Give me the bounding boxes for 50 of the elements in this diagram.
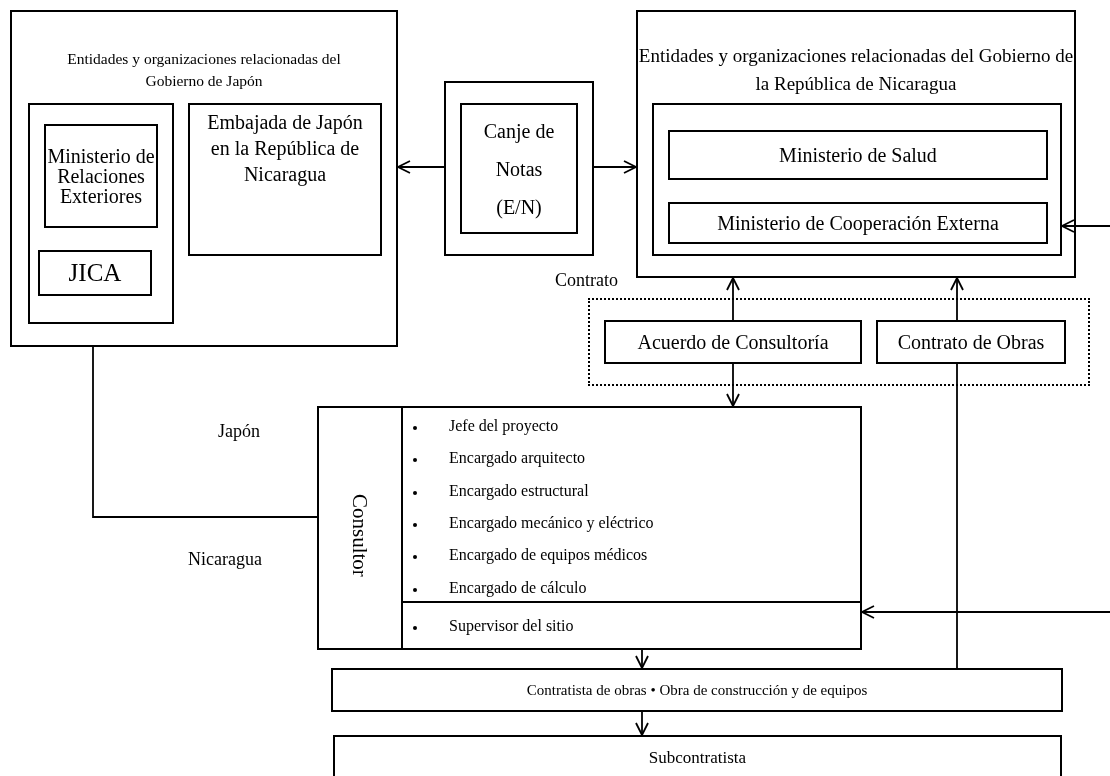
arrow bbox=[861, 605, 1110, 619]
group-heading: Contrato bbox=[555, 270, 618, 291]
side-label: Nicaragua bbox=[188, 549, 262, 570]
agency-box bbox=[38, 250, 152, 296]
list-item: Encargado de equipos médicos bbox=[449, 546, 648, 565]
box-label: Embajada de Japón en la República de Nicaragua bbox=[206, 110, 364, 187]
group-heading: Entidades y organizaciones relacionadas del Gobierno de la República de Nicaragua bbox=[638, 44, 1074, 96]
exchange-notes-box bbox=[460, 103, 578, 234]
arrow bbox=[635, 649, 649, 669]
box-label: Subcontratista bbox=[648, 747, 747, 769]
subcontractor-box bbox=[333, 735, 1062, 776]
contract-box bbox=[876, 320, 1066, 364]
box-label: Canje de Notas (E/N) bbox=[482, 118, 556, 220]
box-label: Ministerio de Cooperación Externa bbox=[717, 211, 999, 235]
group-heading: Entidades y organizaciones relacionadas del Gobierno de Japón bbox=[66, 49, 342, 92]
embassy-box bbox=[188, 103, 382, 256]
arrow bbox=[1061, 219, 1110, 233]
list-item: Encargado mecánico y eléctrico bbox=[449, 513, 654, 532]
document-frame bbox=[444, 81, 594, 256]
list-item: Encargado arquitecto bbox=[449, 449, 586, 468]
organization-box bbox=[10, 10, 398, 347]
agreement-box bbox=[604, 320, 862, 364]
arrow bbox=[726, 277, 740, 321]
box-label: Ministerio de Salud bbox=[779, 143, 937, 167]
box-label: Acuerdo de Consultoría bbox=[637, 330, 829, 354]
organization-box bbox=[636, 10, 1076, 278]
list-item: Jefe del proyecto bbox=[449, 417, 559, 435]
connector-line bbox=[956, 363, 958, 669]
side-label: Japón bbox=[218, 421, 260, 442]
column-heading: Consultor bbox=[347, 494, 372, 577]
group-box bbox=[28, 103, 174, 324]
list-item: Encargado de cálculo bbox=[449, 578, 587, 597]
group-box bbox=[652, 103, 1062, 256]
arrow bbox=[397, 160, 445, 174]
box-label: Contrato de Obras bbox=[897, 330, 1045, 354]
box-label: JICA bbox=[68, 258, 122, 288]
ministry-box bbox=[668, 202, 1048, 244]
list-item: Supervisor del sitio bbox=[449, 617, 574, 635]
box-label: Contratista de obras • Obra de construcción y de equipos bbox=[526, 681, 868, 699]
list-item: Encargado estructural bbox=[449, 481, 589, 500]
arrow bbox=[950, 277, 964, 321]
consultant-box bbox=[317, 406, 862, 650]
arrow bbox=[593, 160, 637, 174]
ministry-box bbox=[44, 124, 158, 228]
connector-line bbox=[92, 346, 318, 518]
ministry-box bbox=[668, 130, 1048, 180]
arrow bbox=[726, 363, 740, 407]
box-label: Ministerio de Relaciones Exteriores bbox=[46, 146, 156, 206]
arrow bbox=[635, 711, 649, 736]
contractor-box bbox=[331, 668, 1063, 712]
